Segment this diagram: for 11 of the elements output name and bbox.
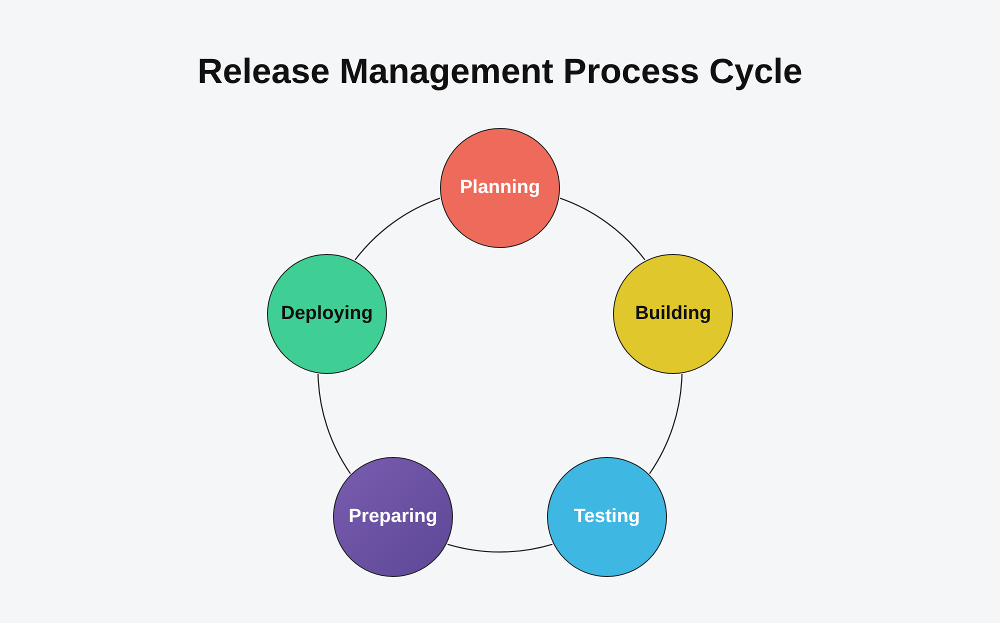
stage-label: Preparing — [348, 506, 438, 528]
stage-label: Building — [635, 302, 712, 325]
stage-label: Deploying — [280, 302, 373, 325]
stage-label: Testing — [574, 506, 640, 528]
connector-arc — [354, 198, 440, 260]
connector-arc — [317, 374, 351, 474]
diagram-title: Release Management Process Cycle — [196, 52, 804, 92]
connector-arc — [447, 544, 553, 552]
stage-label: Planning — [460, 177, 540, 199]
connector-arc — [560, 198, 646, 260]
connector-arc — [649, 374, 683, 474]
